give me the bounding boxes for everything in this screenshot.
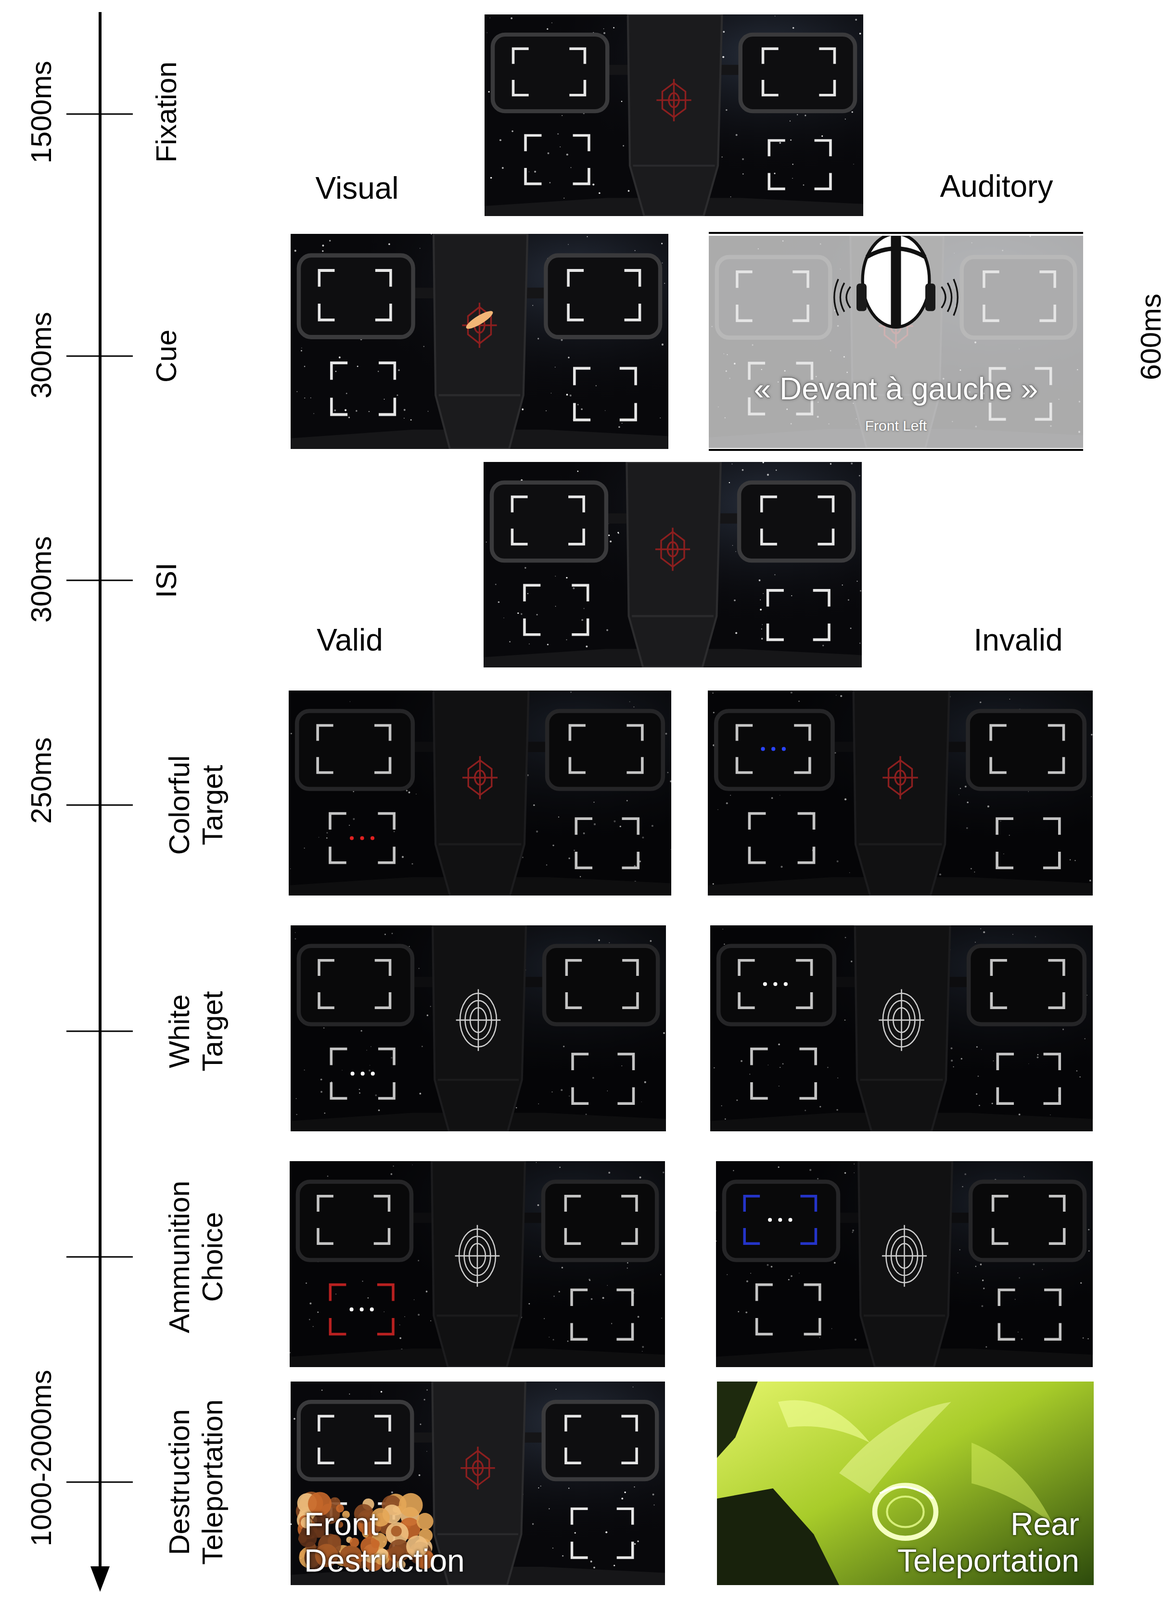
time-label: 300ms (24, 311, 58, 399)
teleportation-screen: Rear Teleportation (716, 1381, 1094, 1586)
phase-label: White Target (162, 991, 230, 1072)
time-label: 250ms (24, 737, 58, 824)
scene-illustration (289, 1161, 665, 1368)
ammo-choice-invalid (715, 1161, 1093, 1368)
phase-label: ISI (149, 562, 183, 598)
auditory-frame-lines (708, 232, 1084, 450)
scene-illustration (483, 461, 862, 668)
modality-label: Auditory (940, 168, 1054, 205)
phase-label: Ammunition Choice (162, 1180, 230, 1334)
colorful-target-invalid (707, 690, 1093, 896)
time-label: 1000-2000ms (24, 1369, 58, 1547)
outcome-label: Rear Teleportation (829, 1506, 1080, 1580)
phase-label: Cue (149, 329, 183, 383)
time-label: 300ms (24, 536, 58, 623)
scene-illustration (708, 235, 1084, 448)
time-arrow (98, 12, 102, 1570)
scene-illustration (707, 690, 1093, 896)
scene-illustration (710, 925, 1093, 1132)
phase-label: Colorful Target (162, 755, 230, 856)
ammo-choice-valid (289, 1161, 665, 1368)
white-target-valid (290, 925, 666, 1132)
spoken-cue: « Devant à gauche » (708, 371, 1084, 408)
cue-translation: Front Left (708, 417, 1084, 435)
scene-illustration (290, 925, 666, 1132)
scene-illustration (290, 233, 669, 449)
colorful-target-valid (288, 690, 672, 896)
fixation-screen (484, 14, 864, 217)
modality-label: Visual (315, 170, 399, 207)
scene-illustration (484, 14, 864, 217)
destruction-screen: Front Destruction (290, 1381, 665, 1586)
outcome-label: Front Destruction (304, 1506, 526, 1580)
arrow-head (90, 1566, 110, 1592)
white-target-invalid (710, 925, 1093, 1132)
validity-label: Valid (316, 622, 384, 659)
phase-label: Destruction Teleportation (162, 1399, 230, 1565)
time-label: 600ms (1134, 293, 1168, 381)
isi-screen (483, 461, 862, 668)
visual-cue-screen (290, 233, 669, 449)
scene-illustration (715, 1161, 1093, 1368)
auditory-cue-screen: « Devant à gauche » Front Left (708, 235, 1084, 448)
time-ticks (66, 114, 133, 1483)
time-label: 1500ms (24, 60, 58, 164)
validity-label: Invalid (973, 622, 1063, 659)
scene-illustration (288, 690, 672, 896)
phase-label: Fixation (149, 61, 183, 163)
